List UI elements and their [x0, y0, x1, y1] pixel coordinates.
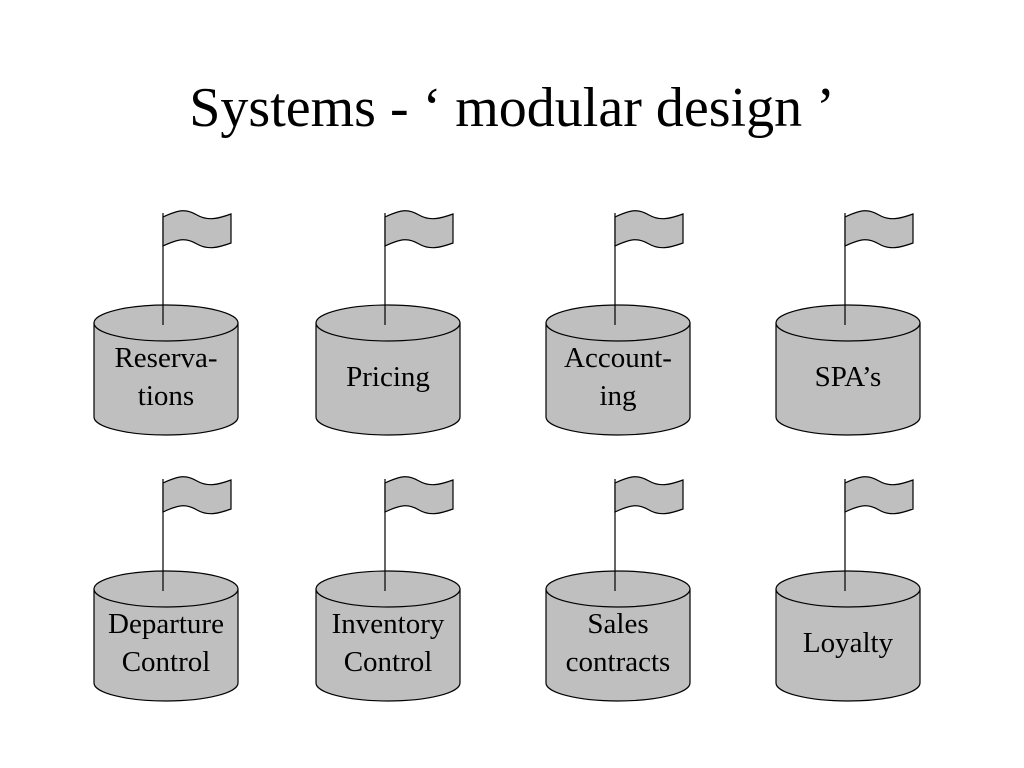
flag-icon: [614, 476, 684, 515]
cylinder-body: [545, 588, 691, 702]
flag-icon: [162, 210, 232, 249]
cylinder-top: [775, 304, 921, 342]
module-sales-contracts: Sales contracts: [545, 476, 691, 702]
cylinder-top: [315, 570, 461, 608]
cylinder-body: [93, 322, 239, 436]
cylinder-top: [545, 304, 691, 342]
cylinder-body: [775, 322, 921, 436]
module-label: Inventory: [332, 608, 445, 640]
cylinder-body: [545, 322, 691, 436]
module-label: Pricing: [346, 361, 430, 393]
module-label: Loyalty: [803, 627, 894, 659]
module-label: Sales: [587, 608, 648, 640]
flag-icon: [384, 210, 454, 249]
cylinder-top: [93, 570, 239, 608]
module-spas: SPA’s: [775, 210, 921, 436]
module-label: contracts: [566, 646, 671, 678]
flag-icon: [384, 476, 454, 515]
module-accounting: Account-ing: [545, 210, 691, 436]
module-label: Control: [344, 646, 433, 678]
module-label: Reserva-: [114, 342, 217, 374]
flag-icon: [614, 210, 684, 249]
cylinder-top: [775, 570, 921, 608]
module-label: ing: [599, 380, 636, 412]
slide-title: Systems - ‘ modular design ’: [189, 77, 835, 139]
module-label: Control: [122, 646, 211, 678]
flag-icon: [162, 476, 232, 515]
module-loyalty: Loyalty: [775, 476, 921, 702]
module-pricing: Pricing: [315, 210, 461, 436]
module-reservations: Reserva-tions: [93, 210, 239, 436]
module-label: SPA’s: [815, 361, 882, 393]
module-label: Account-: [564, 342, 672, 374]
cylinder-body: [315, 322, 461, 436]
cylinder-body: [315, 588, 461, 702]
cylinder-top: [545, 570, 691, 608]
cylinder-body: [775, 588, 921, 702]
cylinder-top: [93, 304, 239, 342]
flag-icon: [844, 210, 914, 249]
flag-icon: [844, 476, 914, 515]
module-label: Departure: [108, 608, 224, 640]
cylinder-body: [93, 588, 239, 702]
module-label: tions: [138, 380, 194, 412]
cylinder-top: [315, 304, 461, 342]
